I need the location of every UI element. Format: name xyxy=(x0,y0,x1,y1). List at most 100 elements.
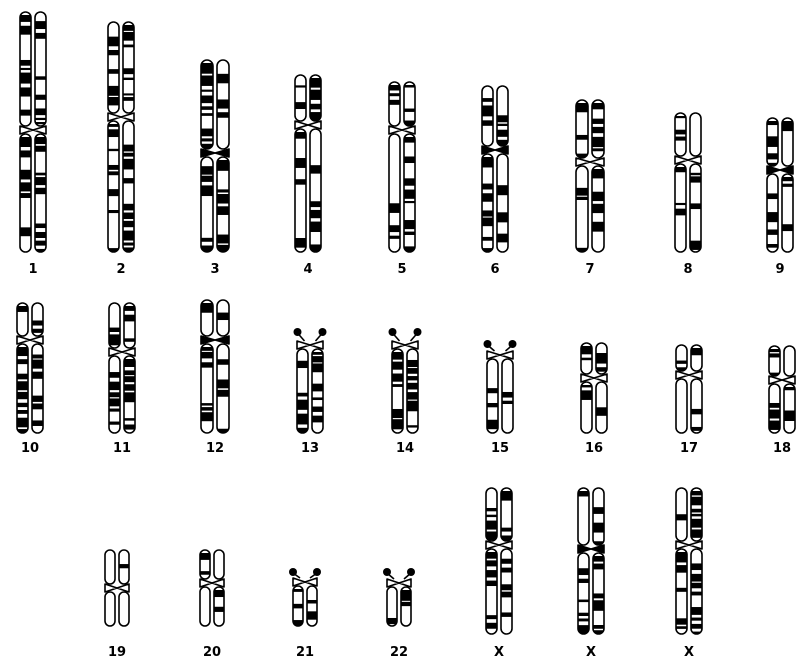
chromatid-outline xyxy=(217,344,229,433)
centromere xyxy=(576,158,604,166)
chromatid-bands xyxy=(389,203,400,239)
chromatid-bands xyxy=(596,407,607,416)
chromatid-bands xyxy=(767,121,778,166)
chromatid-bands xyxy=(201,166,213,252)
chromatid-bands xyxy=(576,188,588,252)
chromatid-bands xyxy=(310,78,321,120)
chromatid-outline xyxy=(593,488,604,545)
centromere xyxy=(295,121,321,129)
chromatid-bands xyxy=(501,559,512,617)
chromatid-bands xyxy=(200,553,210,575)
chromosome-label: 15 xyxy=(491,441,509,456)
chromosome-label: 22 xyxy=(390,645,408,660)
chromatid-bands xyxy=(32,355,43,426)
chromosome-label: 3 xyxy=(210,262,219,277)
chromatid-bands xyxy=(214,590,224,612)
satellite-knob xyxy=(319,328,327,336)
chromatid-outline xyxy=(690,113,701,156)
chromosome-11: 11 xyxy=(109,303,135,456)
chromatid-bands xyxy=(502,392,513,404)
chromatid-bands xyxy=(691,348,702,355)
chromatid-outline xyxy=(576,166,588,252)
chromatid-outline xyxy=(675,164,686,252)
centromere xyxy=(486,541,512,549)
chromosome-label: X xyxy=(586,645,596,660)
chromatid-outline xyxy=(214,550,224,579)
chromatid-bands xyxy=(576,103,588,158)
chromatid-bands xyxy=(293,589,303,626)
chromosome-2: 2 xyxy=(108,22,134,277)
satellite-knob xyxy=(414,328,422,336)
chromosome-7: 7 xyxy=(576,100,604,277)
chromosome-label: 14 xyxy=(396,441,414,456)
satellite-knob xyxy=(407,568,415,576)
chromatid-bands xyxy=(297,361,308,433)
chromatid-bands xyxy=(217,359,229,433)
chromatid-outline xyxy=(676,345,687,371)
chromatid-outline xyxy=(676,379,687,433)
chromatid-bands xyxy=(769,349,780,376)
chromatid-bands xyxy=(20,15,31,116)
chromosome-label: 10 xyxy=(21,441,39,456)
satellite-knob xyxy=(383,568,391,576)
chromatid-outline xyxy=(691,379,702,433)
chromosome-1: 1 xyxy=(20,12,46,277)
chromatid-bands xyxy=(124,306,135,342)
chromosome-3: 3 xyxy=(201,60,229,277)
chromosome-5: 5 xyxy=(389,82,415,277)
chromatid-bands xyxy=(123,25,134,101)
chromatid-bands xyxy=(486,508,497,540)
chromatid-bands xyxy=(17,306,28,312)
chromosome-15: 15 xyxy=(484,340,517,456)
centromere xyxy=(487,351,513,359)
chromatid-bands xyxy=(123,145,134,252)
chromatid-outline xyxy=(105,592,115,626)
chromatid-outline xyxy=(108,121,119,252)
chromosome-label: X xyxy=(684,645,694,660)
chromatid-bands xyxy=(691,491,702,538)
chromatid-outline xyxy=(307,586,317,626)
chromatid-bands xyxy=(581,346,592,360)
chromatid-bands xyxy=(108,124,119,252)
centromere xyxy=(676,541,702,549)
chromatid-outline xyxy=(578,488,589,545)
satellite-knob xyxy=(289,568,297,576)
chromatid-outline xyxy=(119,592,129,626)
centromere xyxy=(201,336,229,344)
chromatid-bands xyxy=(501,491,512,541)
chromatid-bands xyxy=(578,568,589,634)
chromosome-label: 17 xyxy=(680,441,698,456)
chromosome-label: 20 xyxy=(203,645,221,660)
centromere xyxy=(293,578,317,586)
chromatid-bands xyxy=(486,552,497,629)
centromere xyxy=(105,584,129,592)
chromosome-label: 4 xyxy=(303,262,312,277)
chromosome-label: 8 xyxy=(683,262,692,277)
chromosome-x-2: X xyxy=(578,488,604,660)
chromatid-bands xyxy=(769,403,780,430)
chromosome-label: 21 xyxy=(296,645,314,660)
chromatid-bands xyxy=(295,85,306,109)
centromere xyxy=(200,579,224,587)
chromatid-bands xyxy=(407,360,418,428)
chromatid-bands xyxy=(596,353,607,372)
chromatid-bands xyxy=(691,409,702,431)
chromatid-bands xyxy=(217,160,229,252)
chromatid-outline xyxy=(784,384,795,433)
centromere xyxy=(482,146,508,154)
chromatid-bands xyxy=(124,359,135,430)
chromatid-bands xyxy=(404,137,415,252)
centromere xyxy=(767,166,793,174)
chromosome-8: 8 xyxy=(675,113,701,277)
chromatid-bands xyxy=(592,169,604,232)
chromatid-bands xyxy=(109,328,120,346)
chromatid-bands xyxy=(387,618,397,624)
chromatid-outline xyxy=(578,553,589,634)
chromosome-label: 5 xyxy=(397,262,406,277)
chromatid-bands xyxy=(217,74,229,118)
centromere xyxy=(109,348,135,356)
chromosome-10: 10 xyxy=(17,303,43,456)
chromosome-20: 20 xyxy=(200,550,224,660)
chromosome-18: 18 xyxy=(769,346,795,456)
chromosome-label: 13 xyxy=(301,441,319,456)
